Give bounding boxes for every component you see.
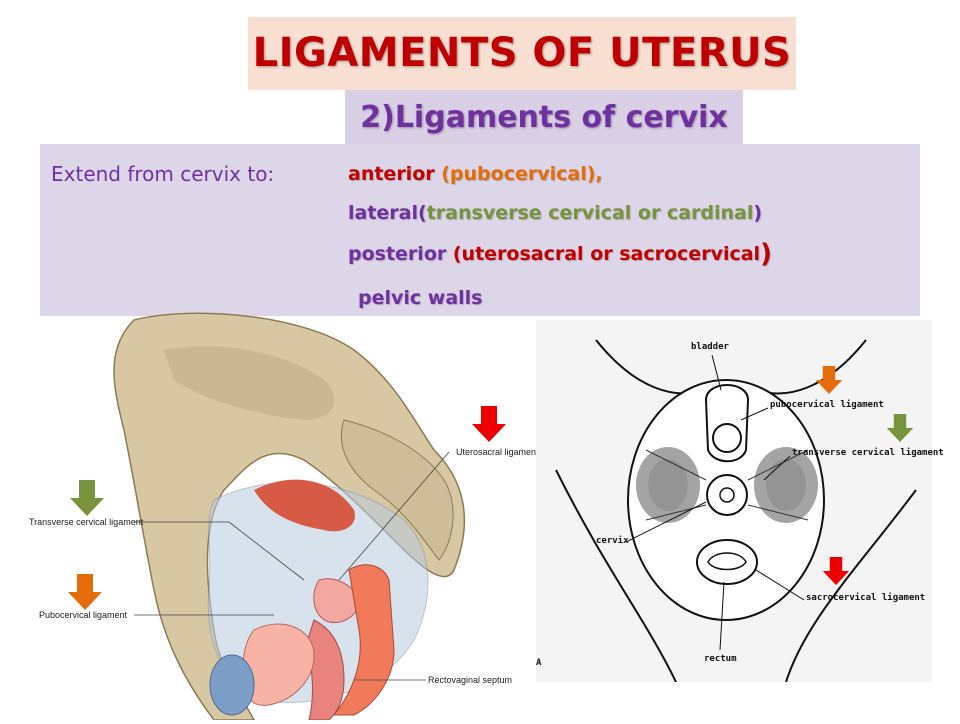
pelvic-walls-label: pelvic walls <box>358 287 483 309</box>
cervix-label: cervix <box>596 536 629 546</box>
anterior-label: anterior <box>348 163 435 185</box>
posterior-detail: (uterosacral or sacrocervical <box>452 243 761 265</box>
slide-subtitle: 2)Ligaments of cervix <box>360 100 728 135</box>
down-arrow-icon <box>68 574 102 610</box>
down-arrow-icon <box>886 414 914 442</box>
lateral-label: lateral <box>348 202 419 224</box>
lateral-line: lateral(transverse cervical or cardinal) <box>348 201 762 225</box>
subtitle-banner: 2)Ligaments of cervix <box>345 90 743 144</box>
rectovaginal-label: Rectovaginal septum <box>428 675 513 685</box>
posterior-close-paren: ) <box>760 239 772 269</box>
pelvis-drawing <box>113 312 466 721</box>
figure-corner-label: A <box>536 658 542 668</box>
uterosacral-label: Uterosacral ligament <box>456 447 539 457</box>
rectum-label: rectum <box>704 654 737 664</box>
posterior-line: posterior (uterosacral or sacrocervical) <box>348 239 772 269</box>
pubocervical-label: Pubocervical ligament <box>39 610 128 620</box>
pelvis-illustration: Uterosacral ligament Transverse cervical… <box>14 310 539 721</box>
title-banner: LIGAMENTS OF UTERUS <box>248 17 796 90</box>
pubocervical-ligament-label: pubocervical ligament <box>770 400 884 410</box>
pelvic-walls-line: pelvic walls <box>358 286 482 310</box>
anterior-line: anterior (pubocervical), <box>348 162 603 186</box>
posterior-label: posterior <box>348 243 447 265</box>
lateral-open-paren: ( <box>418 202 427 224</box>
down-arrow-icon <box>70 480 104 516</box>
lateral-close-paren: ) <box>753 202 763 224</box>
sacrocervical-ligament-label: sacrocervical ligament <box>806 593 926 603</box>
anterior-detail: (pubocervical), <box>441 163 603 185</box>
transverse-cervical-ligament-label: transverse cervical ligament <box>792 448 944 458</box>
down-arrow-icon <box>822 557 850 585</box>
intro-text: Extend from cervix to: <box>51 162 275 186</box>
transverse-cervical-label: Transverse cervical ligament <box>29 517 144 527</box>
body-text-box: Extend from cervix to: anterior (pubocer… <box>40 144 920 316</box>
slide-title: LIGAMENTS OF UTERUS <box>252 30 792 76</box>
lateral-detail: transverse cervical or cardinal <box>426 202 754 224</box>
cross-section-drawing <box>555 339 917 683</box>
down-arrow-icon <box>472 406 506 442</box>
bladder-label: bladder <box>691 342 729 352</box>
pelvic-cross-section-diagram: bladder pubocervical ligament transverse… <box>536 320 944 683</box>
down-arrow-icon <box>815 366 843 394</box>
